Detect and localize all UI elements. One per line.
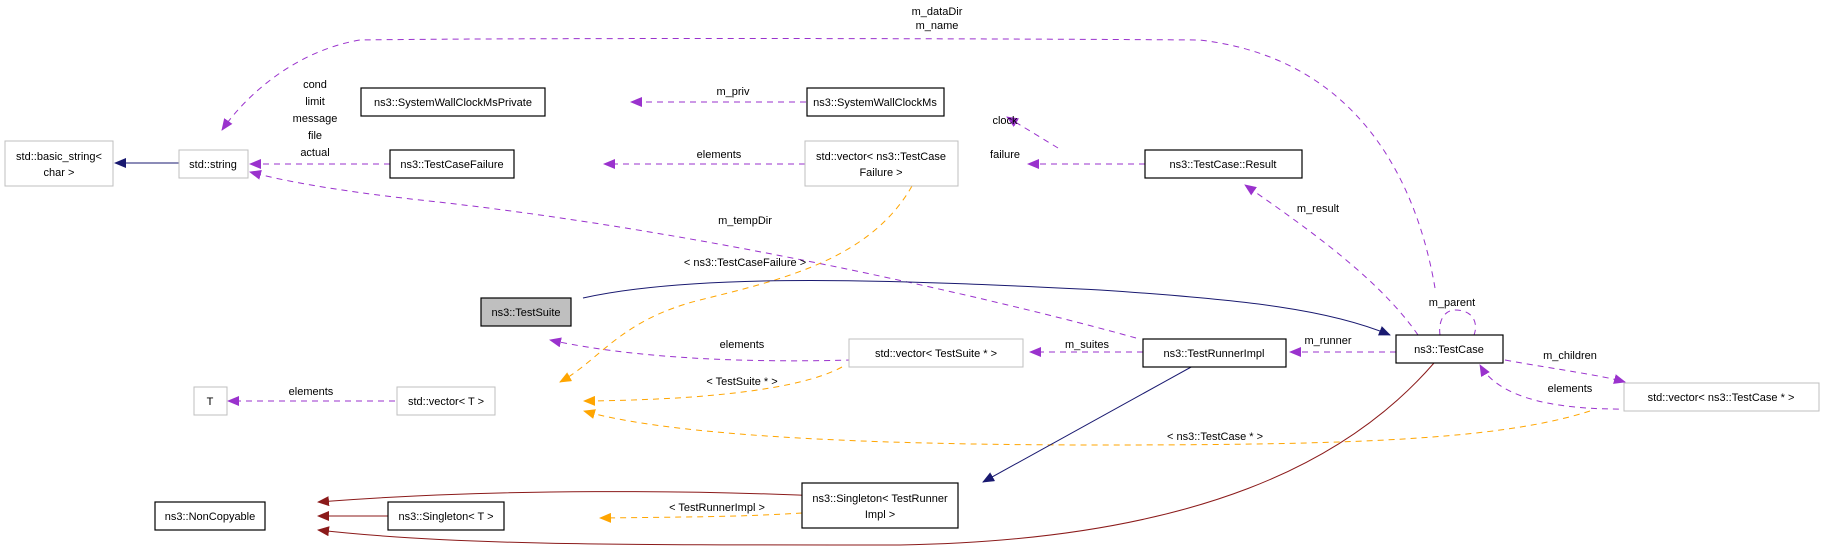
node-label: ns3::Singleton< TestRunner [812, 493, 948, 505]
node-testsuite[interactable]: ns3::TestSuite [480, 297, 572, 327]
edge-veccase-to-testcase [1479, 364, 1631, 410]
node-testcase[interactable]: ns3::TestCase [1395, 334, 1504, 364]
edge-label: m_priv [716, 86, 750, 98]
edge-label: elements [720, 339, 765, 351]
edge-label: elements [289, 386, 334, 398]
edge-label: m_children [1543, 350, 1597, 362]
edge-label: < TestRunnerImpl > [669, 502, 765, 514]
node-vector-testcase[interactable]: std::vector< ns3::TestCase * > [1623, 382, 1820, 412]
node-label: T [207, 396, 214, 408]
node-vector-testsuite[interactable]: std::vector< TestSuite * > [848, 338, 1024, 368]
node-label: std::vector< ns3::TestCase * > [1648, 392, 1795, 404]
edge-label: clock [992, 115, 1018, 127]
node-label: ns3::TestCaseFailure [400, 159, 503, 171]
node-noncopyable[interactable]: ns3::NonCopyable [154, 501, 266, 531]
node-label: std::vector< TestSuite * > [875, 348, 997, 360]
edge-label: file [308, 130, 322, 142]
edge-singleton-runner-template [599, 512, 803, 523]
node-vector-testcasefailure[interactable]: std::vector< ns3::TestCase Failure > [804, 140, 959, 187]
node-testrunnerimpl[interactable]: ns3::TestRunnerImpl [1142, 338, 1287, 368]
node-singleton-t[interactable]: ns3::Singleton< T > [387, 501, 505, 531]
node-singleton-testrunnerimpl[interactable]: ns3::Singleton< TestRunner Impl > [801, 482, 959, 529]
edge-label: actual [300, 147, 329, 159]
node-label: ns3::TestSuite [491, 307, 560, 319]
node-label: ns3::Singleton< T > [399, 511, 494, 523]
node-label: std::vector< ns3::TestCase [816, 151, 946, 163]
edge-label: m_name [916, 20, 959, 32]
edge-vecsuite-to-suite [549, 337, 853, 362]
edge-label: elements [1548, 383, 1593, 395]
edge-runner-to-string [249, 170, 1137, 339]
edge-testsuite-inherits-testcase [582, 280, 1391, 336]
edge-vecsuite-template [583, 366, 843, 406]
node-testcasefailure[interactable]: ns3::TestCaseFailure [389, 149, 515, 179]
node-label: ns3::NonCopyable [165, 511, 256, 523]
node-label: std::vector< T > [408, 396, 484, 408]
nodes: std::basic_string< char > std::string ns… [4, 87, 1820, 531]
edge-result-to-wallclock [1006, 116, 1059, 149]
edges: m_dataDir m_name cond limit message file… [114, 6, 1631, 546]
edge-testcase-inherits-noncopyable [317, 362, 1435, 546]
edge-testcase-to-string [221, 38, 1436, 289]
node-label: Failure > [859, 167, 902, 179]
node-label: Impl > [865, 509, 895, 521]
node-label: ns3::TestCase::Result [1170, 159, 1277, 171]
edge-label: limit [305, 96, 325, 108]
edge-testcase-self [1436, 309, 1477, 347]
edge-testcase-to-result [1244, 184, 1419, 336]
edge-label: < ns3::TestCase * > [1167, 431, 1263, 443]
node-label: std::string [189, 159, 237, 171]
node-label: ns3::TestCase [1414, 344, 1484, 356]
node-vector-t[interactable]: std::vector< T > [396, 386, 496, 416]
edge-runner-inherits-singleton [982, 365, 1194, 483]
node-t[interactable]: T [193, 386, 228, 416]
edge-label: m_result [1297, 203, 1339, 215]
node-label: char > [44, 167, 75, 179]
edge-label: m_dataDir [912, 6, 963, 18]
node-label: std::basic_string< [16, 151, 102, 163]
node-std-string[interactable]: std::string [178, 149, 249, 179]
edge-label: elements [697, 149, 742, 161]
edge-label: < ns3::TestCaseFailure > [684, 257, 806, 269]
node-testcase-result[interactable]: ns3::TestCase::Result [1144, 149, 1303, 179]
edge-label: m_suites [1065, 339, 1110, 351]
node-basic-string[interactable]: std::basic_string< char > [4, 140, 114, 187]
node-label: ns3::SystemWallClockMsPrivate [374, 97, 532, 109]
edge-label: m_parent [1429, 297, 1475, 309]
edge-label: message [293, 113, 338, 125]
edge-testcase-to-veccase [1504, 359, 1626, 384]
edge-label: cond [303, 79, 327, 91]
edge-label: m_runner [1304, 335, 1351, 347]
edge-vecfailure-template [559, 185, 913, 383]
edge-singleton-runner-inherits-noncopyable [317, 491, 844, 507]
node-label: ns3::SystemWallClockMs [813, 97, 937, 109]
edge-label: failure [990, 149, 1020, 161]
edge-label: < TestSuite * > [706, 376, 777, 388]
node-systemwallclockms-private[interactable]: ns3::SystemWallClockMsPrivate [360, 87, 546, 117]
node-systemwallclockms[interactable]: ns3::SystemWallClockMs [806, 87, 945, 117]
edge-label: m_tempDir [718, 215, 772, 227]
node-label: ns3::TestRunnerImpl [1164, 348, 1265, 360]
edge-veccase-template [583, 409, 1591, 446]
